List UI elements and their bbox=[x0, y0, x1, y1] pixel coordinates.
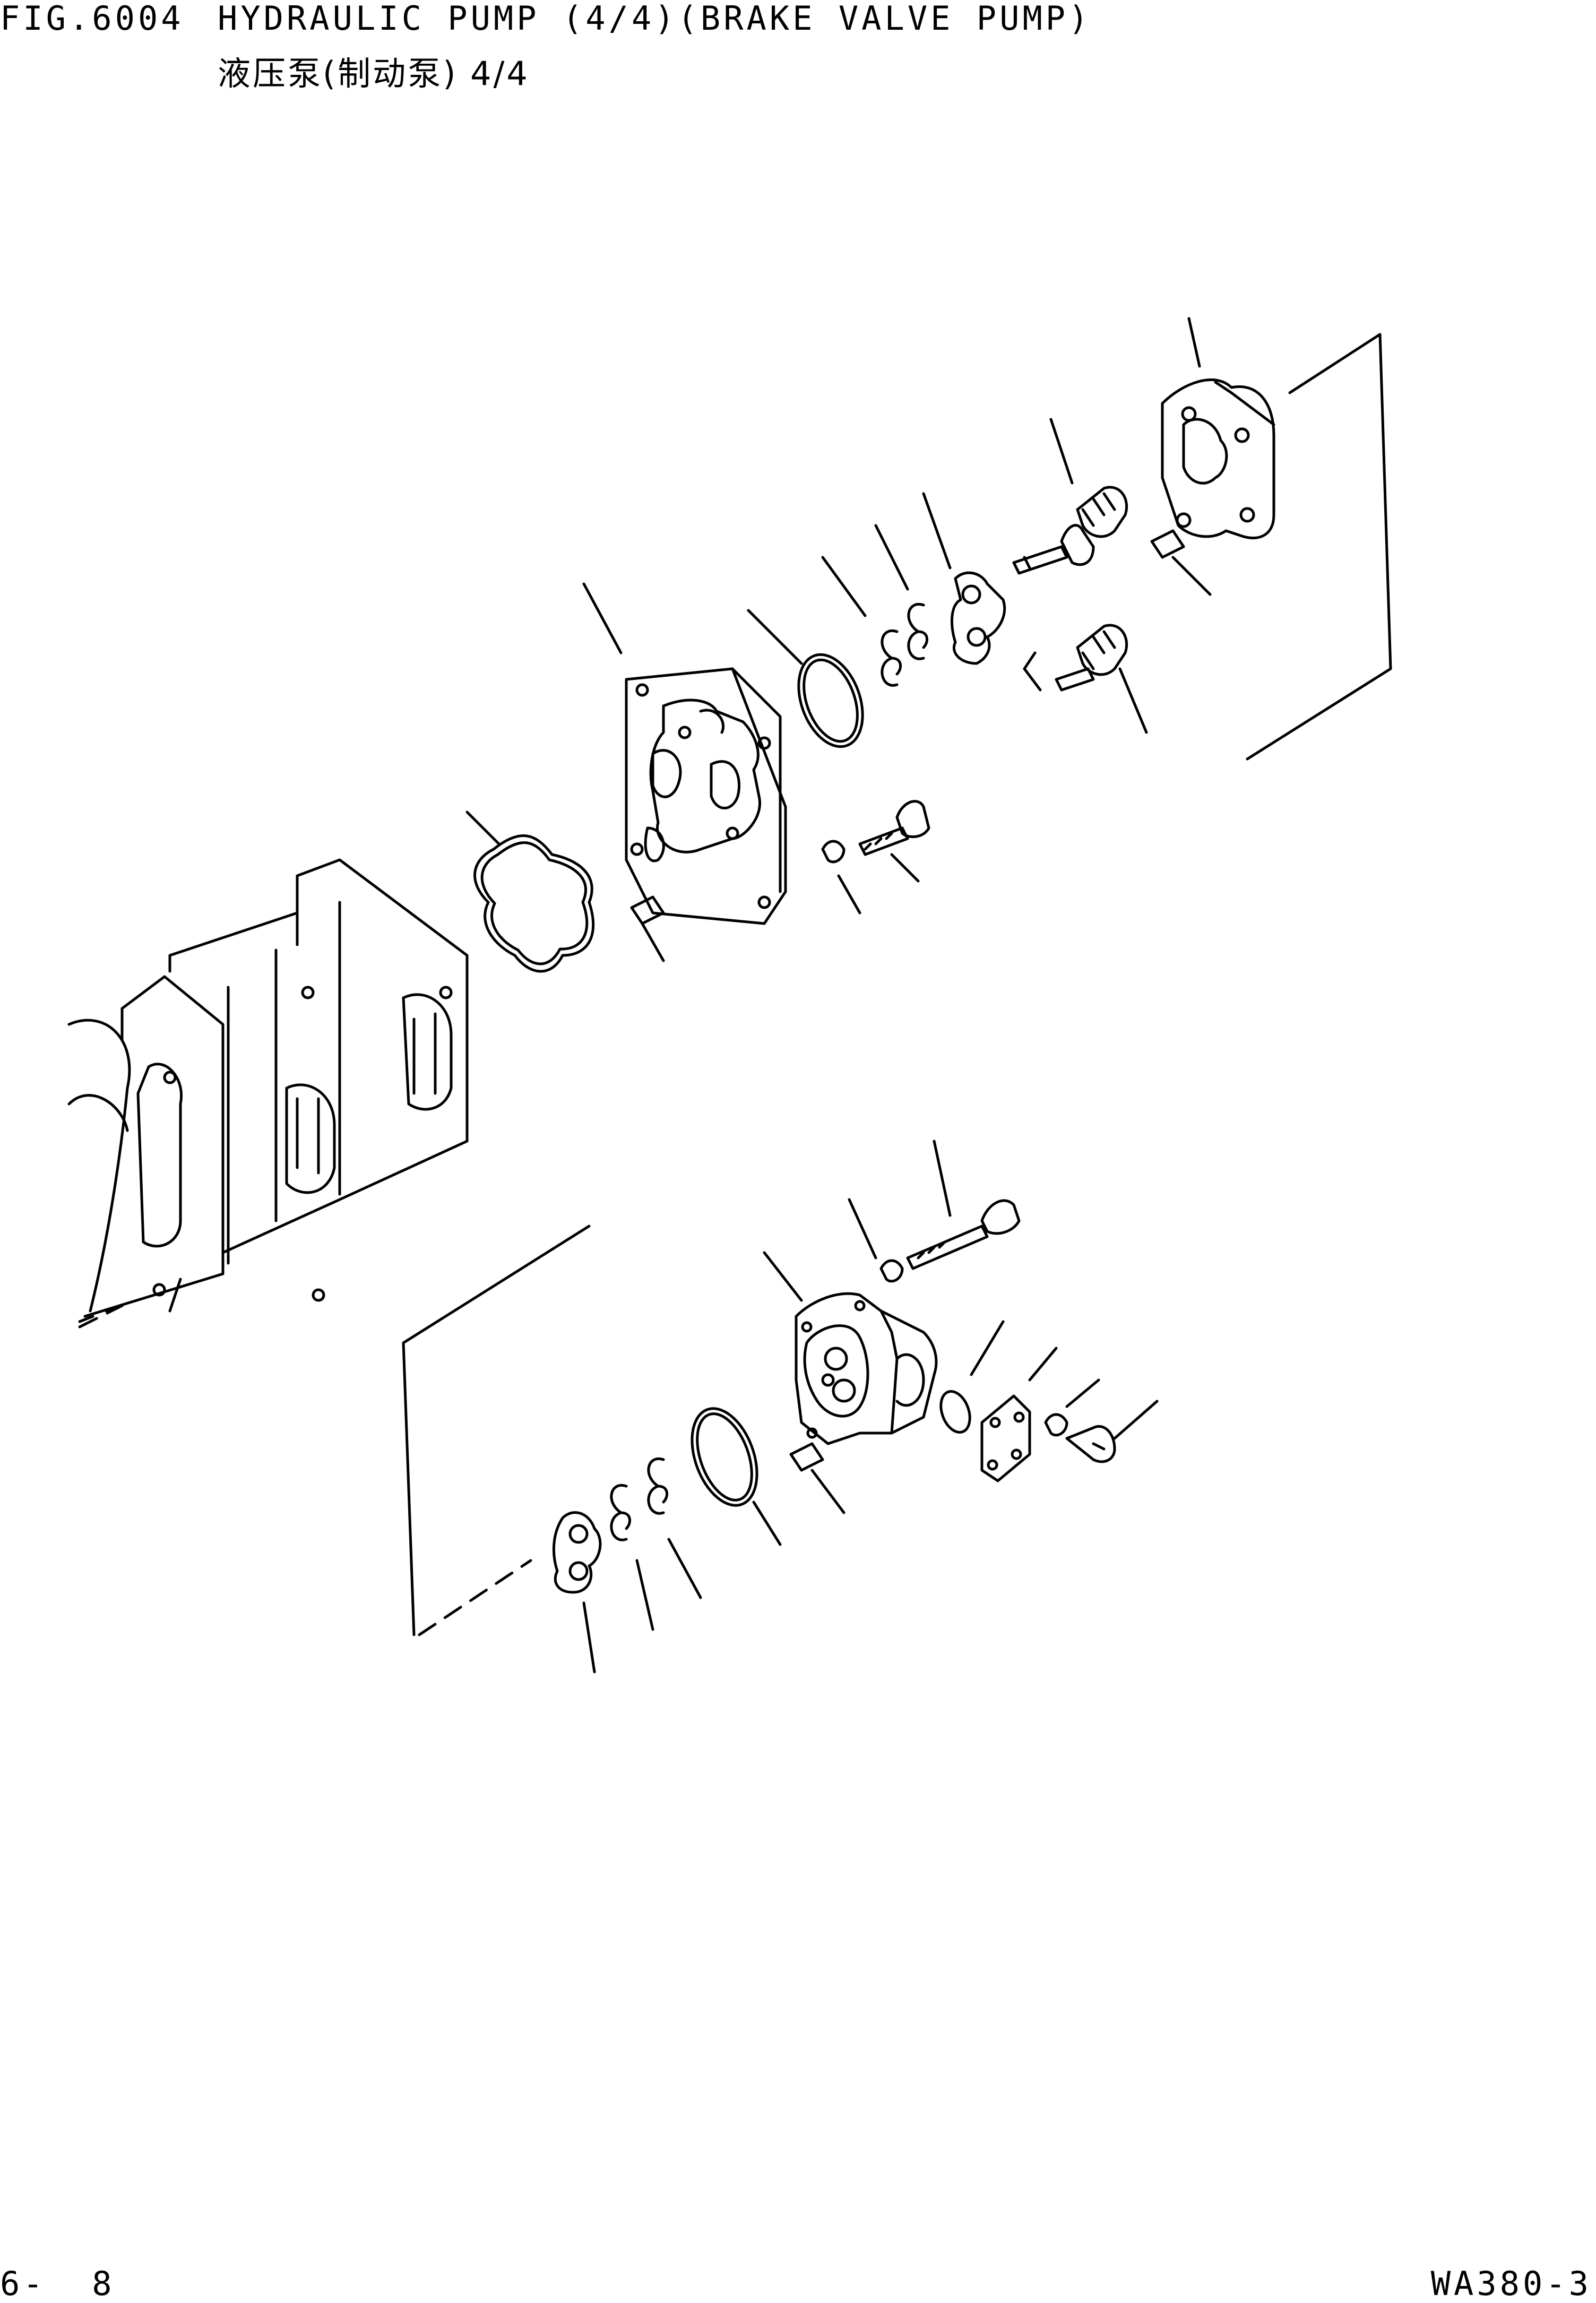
figure-title: HYDRAULIC PUMP (4/4)(BRAKE VALVE PUMP) bbox=[218, 0, 1092, 38]
upper-backup-rings bbox=[821, 524, 929, 687]
lower-washer bbox=[1044, 1378, 1100, 1437]
lower-small-o-ring bbox=[939, 1320, 1005, 1434]
upper-gear-case bbox=[1161, 317, 1275, 540]
lower-assembly-bracket-line bbox=[402, 1224, 591, 1636]
lower-lock-washer bbox=[848, 1198, 904, 1283]
upper-pin-small bbox=[1150, 529, 1212, 596]
upper-drive-gear-shaft bbox=[1012, 418, 1128, 575]
upper-gasket-oring bbox=[465, 810, 595, 973]
upper-bolt bbox=[858, 800, 930, 883]
page-number: 6- 8 bbox=[0, 2264, 115, 2303]
lower-bushing-plate bbox=[553, 1511, 602, 1674]
lower-gear-case bbox=[763, 1251, 938, 1445]
dowel-pin-lower bbox=[789, 1442, 846, 1514]
lower-short-bolt bbox=[1065, 1400, 1159, 1463]
lower-o-ring bbox=[691, 1407, 782, 1546]
lower-long-bolt bbox=[906, 1140, 1021, 1270]
pump-body-assembly bbox=[67, 858, 469, 1323]
model-code: WA380-3 bbox=[1430, 2264, 1592, 2303]
lower-cover-plate bbox=[980, 1347, 1058, 1482]
upper-o-ring bbox=[747, 609, 864, 748]
lower-backup-rings bbox=[610, 1457, 702, 1631]
upper-assembly-bracket-line bbox=[1246, 333, 1392, 761]
upper-bushing-plate bbox=[922, 492, 1006, 665]
upper-driven-gear-shaft bbox=[1023, 624, 1148, 734]
dowel-pin-upper bbox=[630, 895, 665, 962]
upper-flange-plate bbox=[582, 582, 787, 925]
figure-subtitle: 液压泵(制动泵) 4/4 bbox=[218, 54, 530, 93]
figure-number: FIG.6004 bbox=[0, 0, 184, 38]
upper-lock-washer bbox=[821, 840, 861, 915]
